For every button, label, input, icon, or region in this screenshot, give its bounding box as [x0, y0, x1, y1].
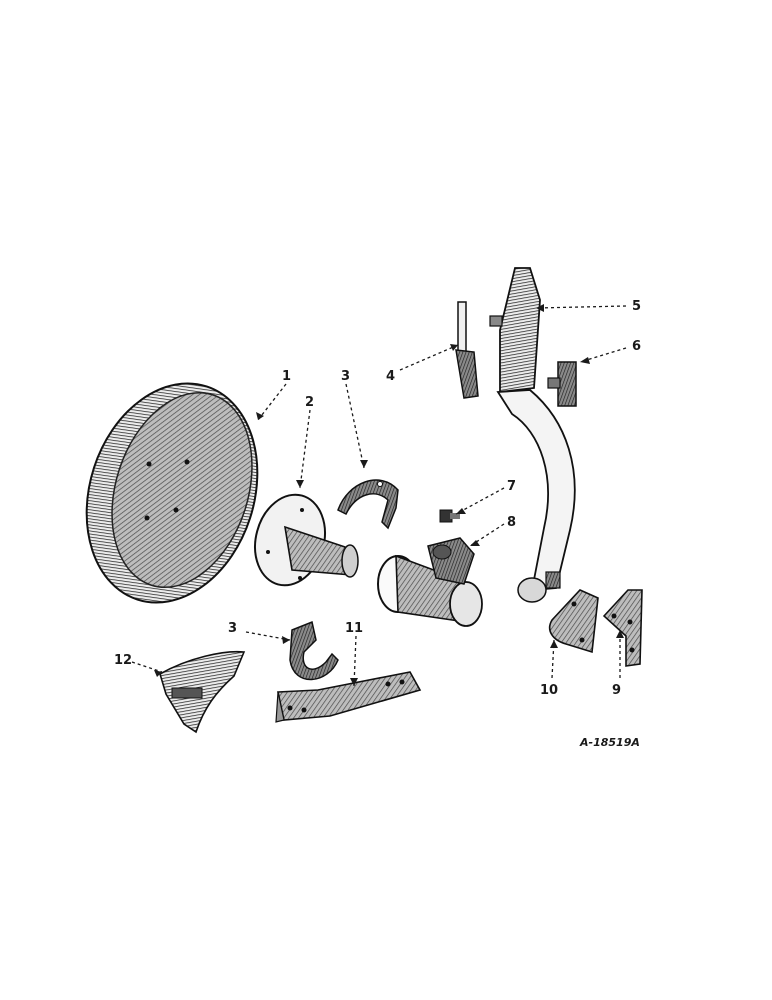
part-6-clip — [547, 361, 577, 407]
callout-2: 2 — [305, 395, 314, 410]
callout-3-lower: 3 — [228, 621, 237, 636]
callout-1: 1 — [282, 369, 291, 384]
callout-7: 7 — [507, 479, 516, 494]
part-4-scraper — [455, 301, 479, 399]
callout-11: 11 — [345, 621, 363, 636]
part-5-arm — [489, 267, 576, 603]
part-3-bracket-lower — [289, 620, 339, 681]
callout-8: 8 — [507, 515, 516, 530]
part-9-plate — [602, 589, 643, 667]
callout-10: 10 — [540, 683, 558, 698]
callout-3-upper: 3 — [341, 369, 350, 384]
callout-5: 5 — [632, 299, 641, 314]
callout-12: 12 — [114, 653, 132, 668]
part-3-bracket-upper — [337, 479, 399, 530]
callout-6: 6 — [632, 339, 641, 354]
callout-4: 4 — [386, 369, 395, 384]
part-2-hub — [254, 493, 359, 587]
part-11-strap — [275, 671, 422, 723]
part-8-bearing — [377, 537, 483, 627]
callout-9: 9 — [612, 683, 621, 698]
part-10-angle-bracket — [548, 589, 599, 654]
figure-id: A-18519A — [579, 736, 640, 749]
part-1-disc — [85, 382, 259, 604]
part-7-bolt — [439, 509, 460, 523]
part-12-shoe — [159, 650, 246, 734]
leader-lines — [131, 304, 627, 687]
